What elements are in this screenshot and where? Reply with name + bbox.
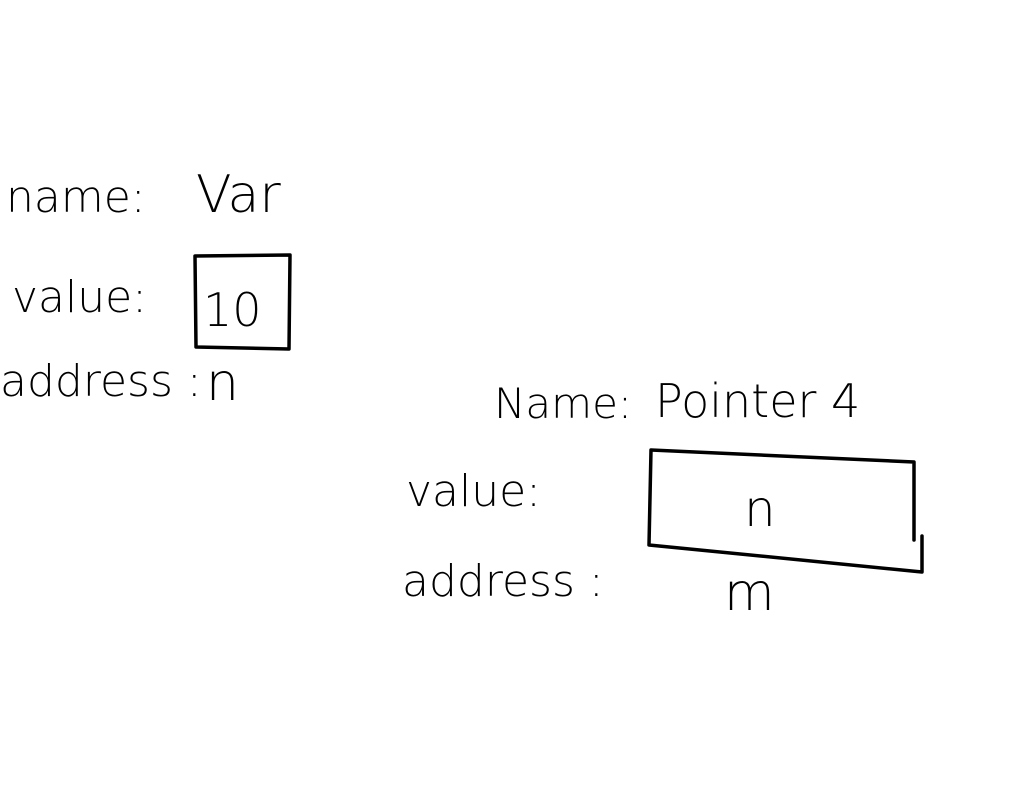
variable-value: 10 [203, 283, 262, 337]
pointer-name-label: Name: [494, 379, 632, 428]
pointer-address-label: address : [402, 556, 604, 607]
variable-name-label: name: [6, 172, 146, 223]
pointer-value: n [744, 480, 776, 538]
variable-block: name: Var value: 10 address : n [0, 165, 292, 413]
variable-address-label: address : [0, 356, 202, 407]
variable-value-box [193, 253, 292, 351]
variable-name-value: Var [196, 165, 281, 225]
variable-value-label: value: [12, 272, 147, 323]
variable-address: n [206, 353, 239, 413]
pointer-value-box [647, 448, 924, 574]
pointer-name-value: Pointer 4 [655, 374, 860, 428]
pointer-address: m [724, 563, 775, 623]
pointer-block: Name: Pointer 4 value: n address : m [402, 374, 924, 623]
pointer-value-label: value: [406, 466, 541, 517]
